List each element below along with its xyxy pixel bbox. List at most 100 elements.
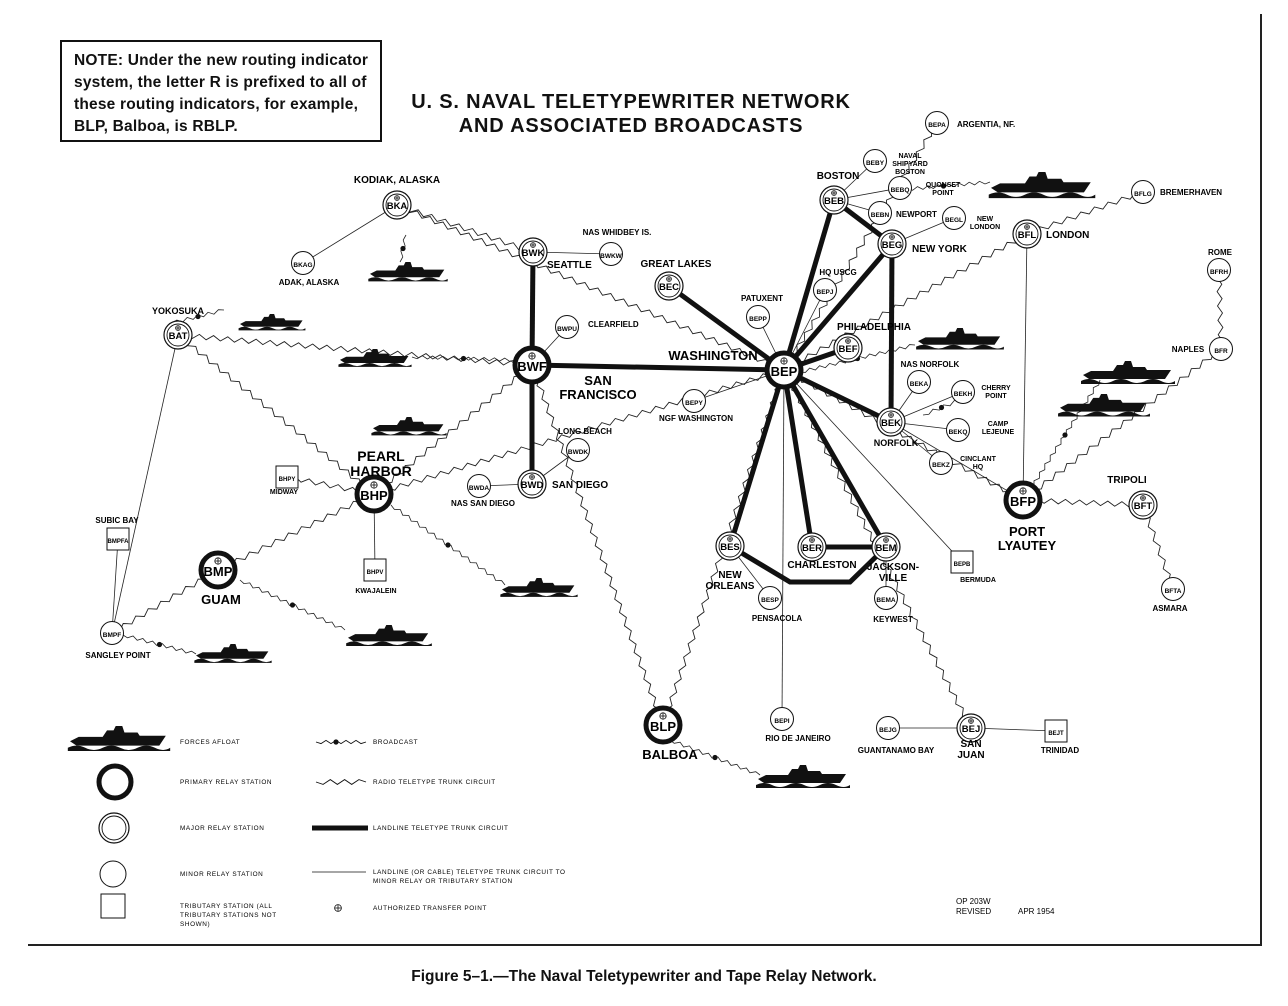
station-code: BEBY bbox=[866, 160, 885, 167]
station-code: BFTA bbox=[1165, 588, 1182, 595]
station-bmpfa: BMPFA bbox=[106, 527, 130, 551]
landline-trunk-circuit bbox=[781, 369, 815, 548]
station-label: SAN DIEGO bbox=[552, 480, 608, 491]
radio-trunk-circuit bbox=[1022, 497, 1144, 508]
station-label: BALBOA bbox=[642, 747, 698, 762]
landline-trunk-circuit bbox=[782, 242, 894, 372]
legend-text: LANDLINE (OR CABLE) TELETYPE TRUNK CIRCU… bbox=[373, 869, 566, 885]
station-code: BEC bbox=[659, 282, 679, 293]
station-bekq: BEKQ bbox=[946, 418, 970, 442]
radio-trunk-circuit bbox=[783, 233, 1028, 371]
station-label: LONG BEACH bbox=[558, 427, 612, 436]
station-label: NAS WHIDBEY IS. bbox=[583, 228, 652, 237]
station-code: BEP bbox=[771, 364, 798, 379]
station-code: BMPF bbox=[103, 632, 121, 639]
map-frame bbox=[28, 14, 1262, 946]
station-code: BMP bbox=[204, 564, 233, 579]
landline-trunk-circuit bbox=[728, 543, 888, 585]
station-bwda: BWDA bbox=[467, 474, 491, 498]
landline-trunk-circuit bbox=[781, 199, 837, 371]
ship-icon bbox=[67, 726, 171, 752]
radio-trunk-circuit bbox=[1216, 269, 1224, 350]
station-code: BESP bbox=[761, 597, 779, 604]
broadcast-circuits bbox=[122, 180, 1101, 776]
station-code: BEG bbox=[882, 240, 903, 251]
station-bepp: BEPP bbox=[746, 305, 770, 329]
legend-text: AUTHORIZED TRANSFER POINT bbox=[373, 905, 487, 912]
landline-trunk-circuit bbox=[531, 362, 785, 373]
legend-symbol-radio-trunk-line bbox=[315, 779, 367, 785]
ship-icon bbox=[756, 765, 850, 788]
station-label: NEWPORT bbox=[896, 210, 937, 219]
station-code: BER bbox=[802, 543, 822, 554]
station-bejg: BEJG bbox=[876, 716, 900, 740]
station-bwkw: BWKW bbox=[599, 242, 623, 266]
station-bejt: BEJT bbox=[1044, 719, 1068, 743]
station-bema: BEMA bbox=[874, 586, 898, 610]
station-label: SEATTLE bbox=[547, 260, 592, 271]
ship-icon bbox=[368, 262, 448, 282]
station-code: BWPU bbox=[557, 326, 577, 333]
station-code: BEB bbox=[824, 196, 844, 207]
broadcast-dot bbox=[289, 602, 296, 608]
station-label: NEW YORK bbox=[912, 244, 968, 255]
station-bes: BES bbox=[715, 531, 745, 561]
station-bfl: BFL bbox=[1012, 219, 1042, 249]
legend-text: FORCES AFLOAT bbox=[180, 739, 240, 746]
minor-landline-circuit bbox=[781, 369, 785, 720]
station-bka: BKA bbox=[382, 190, 412, 220]
station-code: BEJT bbox=[1048, 731, 1064, 737]
minor-landline-circuit bbox=[111, 334, 179, 634]
station-label: ARGENTIA, NF. bbox=[957, 120, 1015, 129]
revision-block: OP 203W REVISED APR 1954 bbox=[956, 897, 1055, 916]
title-line-2: AND ASSOCIATED BROADCASTS bbox=[458, 115, 804, 137]
revision-label: REVISED bbox=[956, 907, 991, 916]
revision-date: APR 1954 bbox=[1018, 907, 1055, 916]
station-label: TRIPOLI bbox=[1107, 475, 1147, 486]
ship-icon bbox=[1081, 361, 1175, 384]
station-label: GREAT LAKES bbox=[641, 259, 712, 270]
ship-icon bbox=[346, 625, 432, 646]
station-label: LONDON bbox=[1046, 230, 1089, 241]
station-code: BEPI bbox=[774, 718, 789, 725]
minor-landline-circuit bbox=[111, 538, 119, 634]
station-bwpu: BWPU bbox=[555, 315, 579, 339]
station-code: BHP bbox=[360, 488, 388, 503]
station-bepj: BEPJ bbox=[813, 278, 837, 302]
ship-icon bbox=[194, 644, 272, 663]
radio-trunk-circuit bbox=[783, 122, 938, 371]
note-box: NOTE: Under the new routing indicator sy… bbox=[60, 40, 382, 142]
station-code: BFRH bbox=[1210, 269, 1228, 276]
legend-symbol-minor-circle bbox=[99, 860, 127, 888]
station-label: KODIAK, ALASKA bbox=[354, 175, 440, 186]
station-code: BEGL bbox=[945, 217, 963, 224]
station-code: BEKA bbox=[910, 381, 929, 388]
station-code: BLP bbox=[650, 719, 676, 734]
station-code: BEBQ bbox=[891, 187, 910, 194]
radio-trunk-circuit bbox=[396, 204, 785, 371]
legend-text: MAJOR RELAY STATION bbox=[180, 825, 264, 832]
station-code: BWKW bbox=[600, 253, 623, 260]
station-bepy: BEPY bbox=[682, 389, 706, 413]
broadcast-dot bbox=[460, 355, 467, 362]
station-label: NORFOLK bbox=[874, 438, 919, 448]
legend-symbol-primary-circle bbox=[96, 763, 134, 801]
landline-trunk-circuit bbox=[727, 369, 787, 547]
radio-trunk-circuit bbox=[373, 369, 785, 495]
station-bepa: BEPA bbox=[925, 111, 949, 135]
legend-text: PRIMARY RELAY STATION bbox=[180, 779, 272, 786]
radio-trunk-circuit bbox=[217, 493, 375, 571]
station-code: BFL bbox=[1018, 230, 1037, 241]
landline-trunk-circuit bbox=[782, 367, 893, 425]
minor-landline-circuit bbox=[783, 369, 963, 563]
station-label: NAS NORFOLK bbox=[901, 360, 960, 369]
station-bhpv: BHPV bbox=[363, 558, 387, 582]
radio-trunk-circuit bbox=[1142, 504, 1174, 590]
